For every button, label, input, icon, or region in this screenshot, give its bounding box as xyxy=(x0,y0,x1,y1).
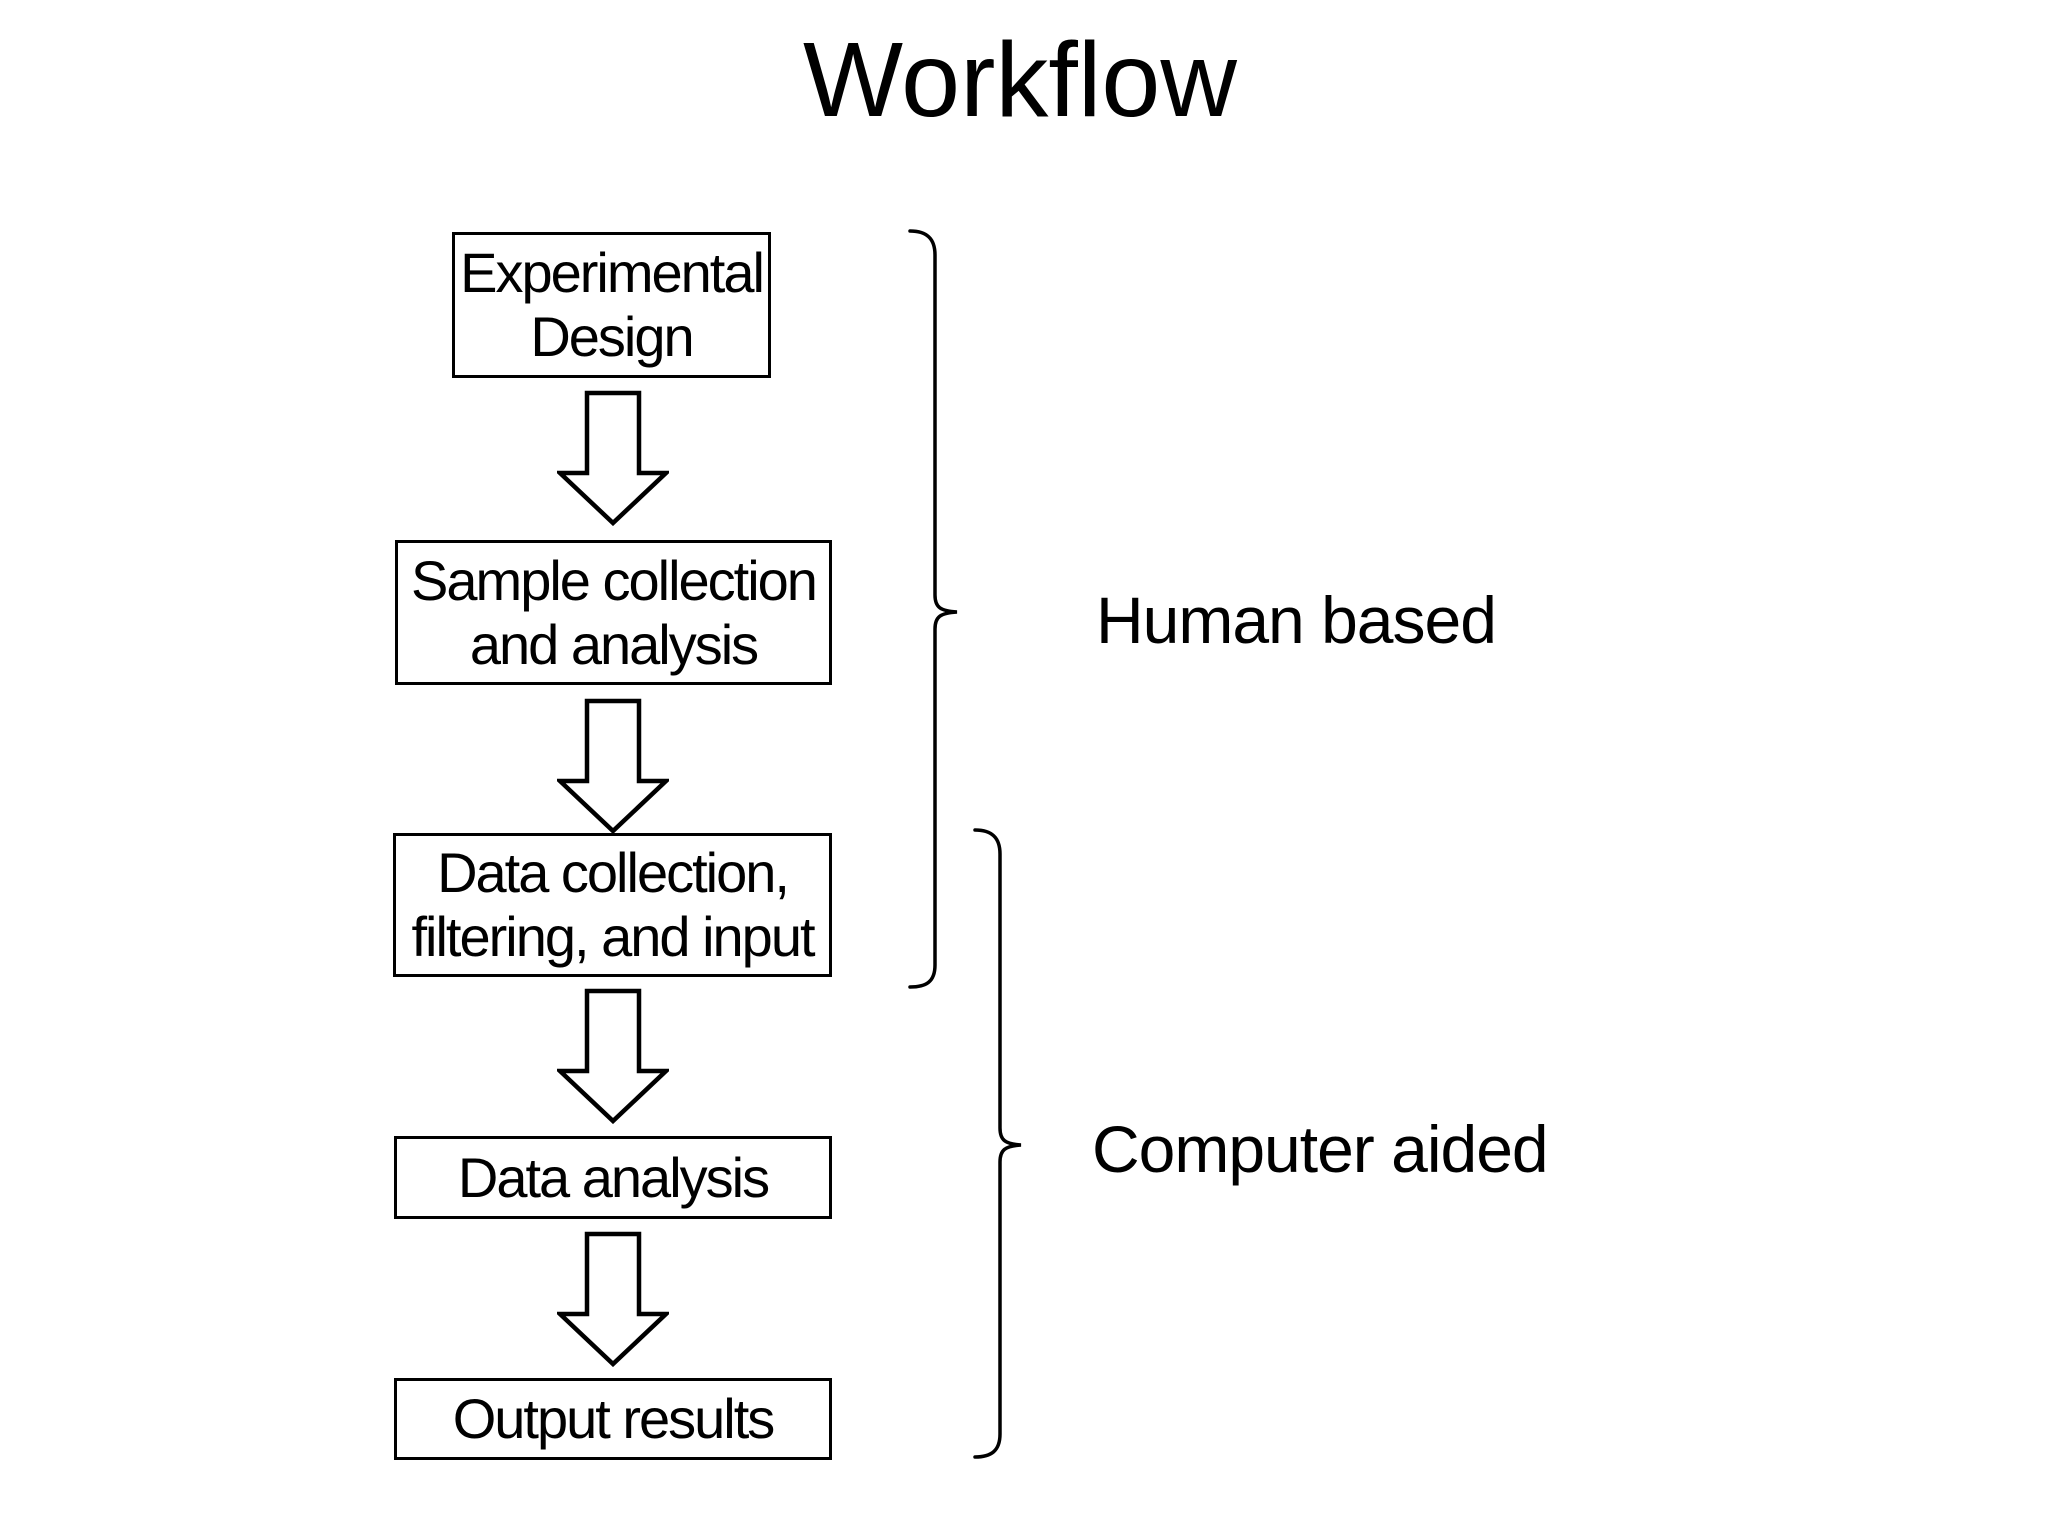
page-title: Workflow xyxy=(803,21,1237,139)
flow-box-label: Data analysis xyxy=(457,1145,770,1209)
flow-box-label: filtering, and input xyxy=(411,905,815,968)
flow-box-label: Sample collection xyxy=(411,548,818,612)
flow-box-label: Output results xyxy=(452,1387,776,1450)
down-arrow-icon xyxy=(557,698,669,834)
group-label-human-based: Human based xyxy=(1096,583,1497,657)
flow-box-experimental-design: Experimental Design xyxy=(452,232,771,378)
group-label-computer-aided: Computer aided xyxy=(1092,1112,1549,1186)
flow-box-label: Data collection, xyxy=(437,841,790,904)
flow-box-output-results: Output results xyxy=(394,1378,832,1460)
flow-box-data-collection: Data collection, filtering, and input xyxy=(393,833,832,977)
down-arrow-icon xyxy=(557,1231,669,1367)
flow-box-sample-collection: Sample collection and analysis xyxy=(395,540,832,685)
flow-box-label: Experimental xyxy=(460,241,765,304)
brace-human-based xyxy=(908,229,958,989)
brace-computer-aided xyxy=(973,828,1022,1459)
down-arrow-icon xyxy=(557,988,669,1124)
flow-box-label: Design xyxy=(530,305,694,368)
flow-box-data-analysis: Data analysis xyxy=(394,1136,832,1219)
down-arrow-icon xyxy=(557,390,669,526)
flow-box-label: and analysis xyxy=(469,612,759,676)
